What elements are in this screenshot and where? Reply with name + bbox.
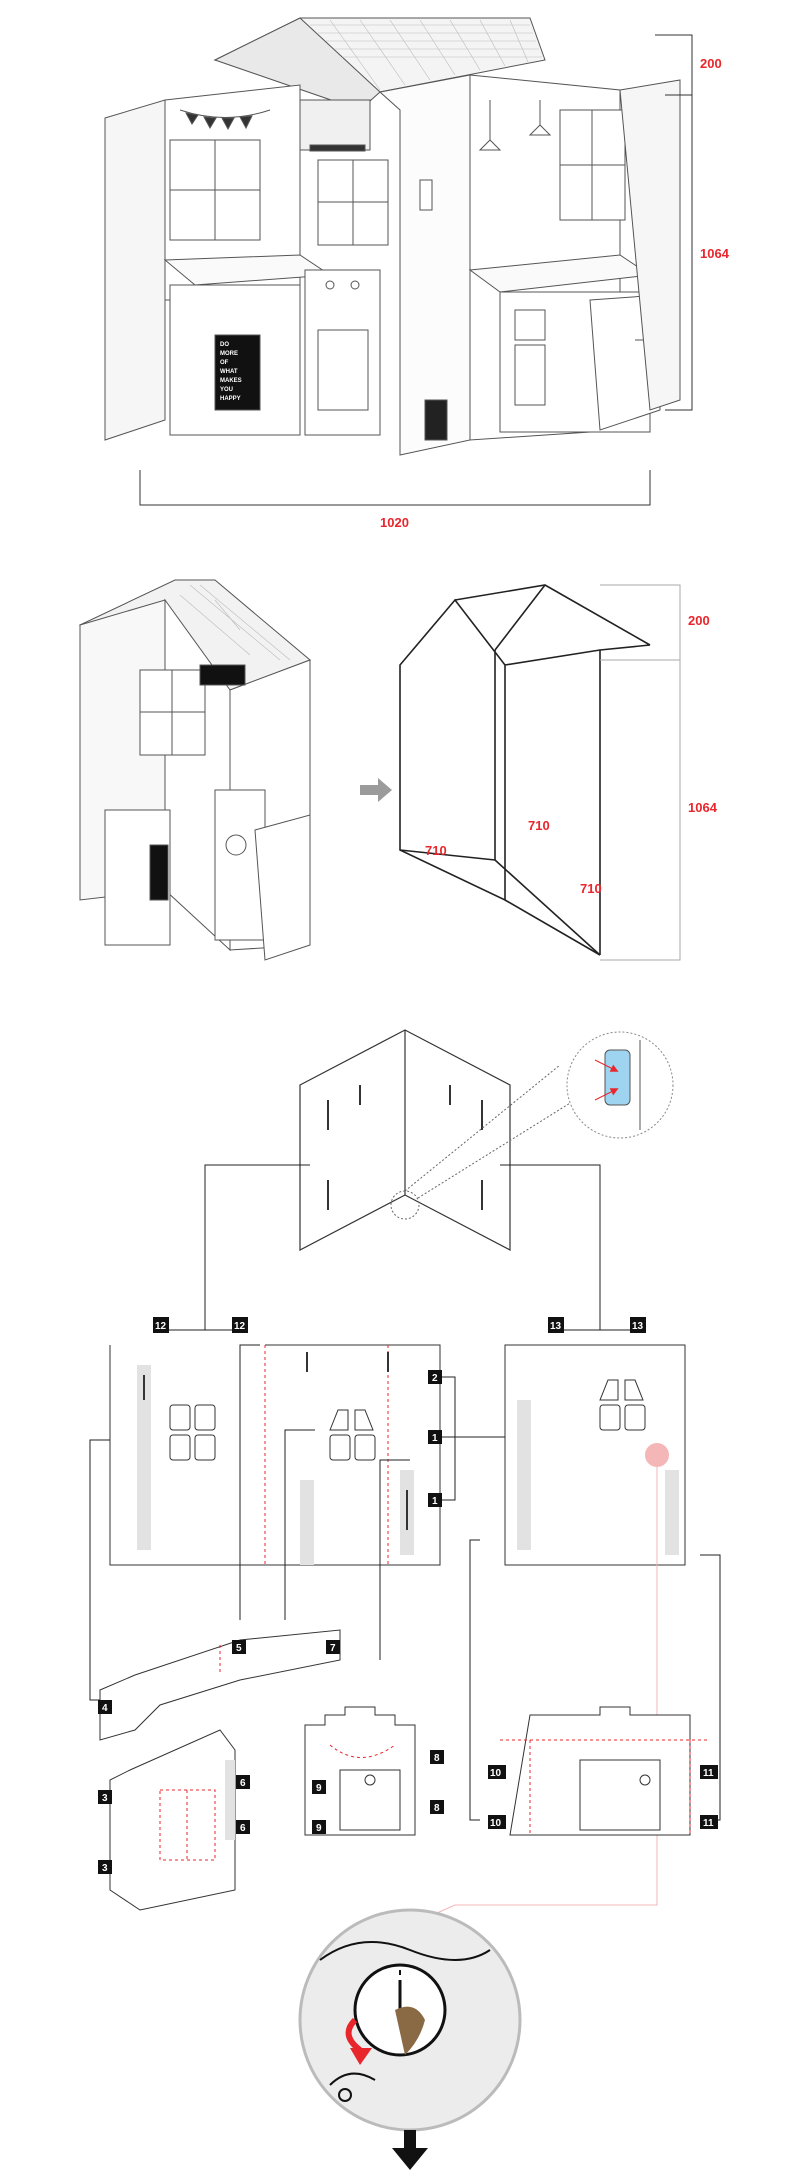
- badge-11: 11: [703, 1818, 714, 1829]
- house-front-illustration: [104, 17, 681, 456]
- badge-6: 6: [240, 1778, 246, 1789]
- badge-12: 12: [155, 1321, 167, 1332]
- counter-piece: [500, 1706, 710, 1836]
- chalkboard-line: DO: [220, 342, 229, 348]
- badge-9: 9: [316, 1783, 322, 1794]
- chalkboard-line: OF: [220, 360, 229, 366]
- house-corner-illustration: [78, 579, 311, 961]
- arrow-right-icon: [360, 778, 392, 802]
- badge-13: 13: [632, 1321, 644, 1332]
- depth-back-label: 710: [528, 818, 550, 833]
- roof-height-label-2: 200: [688, 613, 710, 628]
- badges-counter: 10 10 11 11: [488, 1765, 718, 1829]
- badges-stove: 9 9 8 8: [312, 1750, 444, 1834]
- detail-zoom-circle: [298, 1908, 522, 2132]
- badges-cabinet: 3 3 6 6: [98, 1775, 250, 1874]
- chalkboard-line: MORE: [220, 351, 238, 357]
- badge-10: 10: [490, 1768, 502, 1779]
- cabinet-piece: [109, 1729, 236, 1911]
- chalkboard: [214, 334, 261, 411]
- badge-1: 1: [432, 1496, 438, 1507]
- chalkboard-line: YOU: [220, 387, 233, 393]
- right-wall-panel: [504, 1344, 686, 1880]
- curved-arrow-icon: [345, 2017, 372, 2065]
- badge-9: 9: [316, 1823, 322, 1834]
- depth-right-label: 710: [580, 881, 602, 896]
- badge-2: 2: [432, 1373, 438, 1384]
- arrow-down-icon: [392, 2130, 428, 2170]
- chalkboard-line: MAKES: [220, 378, 242, 384]
- badge-8: 8: [434, 1753, 440, 1764]
- badge-6: 6: [240, 1823, 246, 1834]
- badge-12: 12: [234, 1321, 246, 1332]
- dimension-lines-front: [139, 34, 693, 506]
- stove-piece: [304, 1706, 416, 1836]
- badge-10: 10: [490, 1818, 502, 1829]
- wall-height-label-2: 1064: [688, 800, 718, 815]
- assembly-badges: 12 12 13 13 2 1 1: [153, 1317, 646, 1507]
- badge-7: 7: [330, 1643, 336, 1654]
- highlight-dot: [645, 1443, 669, 1467]
- dimension-lines-wireframe: [600, 584, 681, 961]
- badge-3: 3: [102, 1863, 108, 1874]
- wall-height-label: 1064: [700, 246, 730, 261]
- badge-3: 3: [102, 1793, 108, 1804]
- badges-shelf: 4 5 7: [98, 1640, 340, 1714]
- wireframe-box: [399, 584, 651, 956]
- depth-left-label: 710: [425, 843, 447, 858]
- connector-lines: [162, 1164, 640, 1331]
- badge-8: 8: [434, 1803, 440, 1814]
- magnifier-callout-icon: [390, 1031, 674, 1220]
- left-wall-panel: [109, 1344, 441, 1566]
- badge-1: 1: [432, 1433, 438, 1444]
- badge-4: 4: [102, 1703, 108, 1714]
- width-label: 1020: [380, 515, 409, 530]
- badge-11: 11: [703, 1768, 714, 1779]
- badge-13: 13: [550, 1321, 562, 1332]
- shelf-piece: [99, 1629, 341, 1741]
- roof-height-label: 200: [700, 56, 722, 71]
- badge-5: 5: [236, 1643, 242, 1654]
- chalkboard-text: DO MORE OF WHAT MAKES YOU HAPPY: [220, 342, 242, 402]
- roof-panel-flat: [299, 1029, 511, 1251]
- chalkboard-line: WHAT: [220, 369, 238, 375]
- chalkboard-line: HAPPY: [220, 396, 241, 402]
